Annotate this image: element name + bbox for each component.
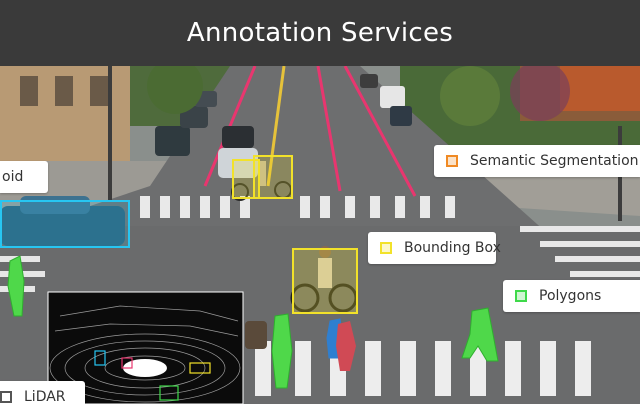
page-title: Annotation Services — [186, 18, 454, 48]
square-outline-icon — [0, 391, 12, 403]
bounding-box-text: Bounding Box — [404, 240, 501, 256]
green-square-icon — [515, 290, 527, 302]
page-header: Annotation Services — [0, 0, 640, 66]
semantic-segmentation-text: Semantic Segmentation — [470, 153, 639, 169]
bounding-box-cyclist-1 — [232, 159, 260, 199]
yellow-square-icon — [380, 242, 392, 254]
lidar-text: LiDAR — [24, 389, 66, 404]
cuboid-label-text: oid — [2, 169, 24, 185]
bounding-box-cyclist-3 — [292, 248, 358, 314]
cuboid-annotation-box — [0, 200, 130, 248]
bounding-box-cyclist-2 — [253, 155, 293, 199]
orange-square-icon — [446, 155, 458, 167]
cuboid-label: oid — [0, 161, 48, 193]
lidar-label: LiDAR — [0, 381, 85, 404]
polygons-text: Polygons — [539, 288, 602, 304]
polygons-label: Polygons — [503, 280, 640, 312]
street-scene: oid Semantic Segmentation Bounding Box P… — [0, 66, 640, 404]
semantic-segmentation-label: Semantic Segmentation — [434, 145, 640, 177]
street-photo — [0, 66, 640, 404]
bounding-box-label: Bounding Box — [368, 232, 501, 264]
